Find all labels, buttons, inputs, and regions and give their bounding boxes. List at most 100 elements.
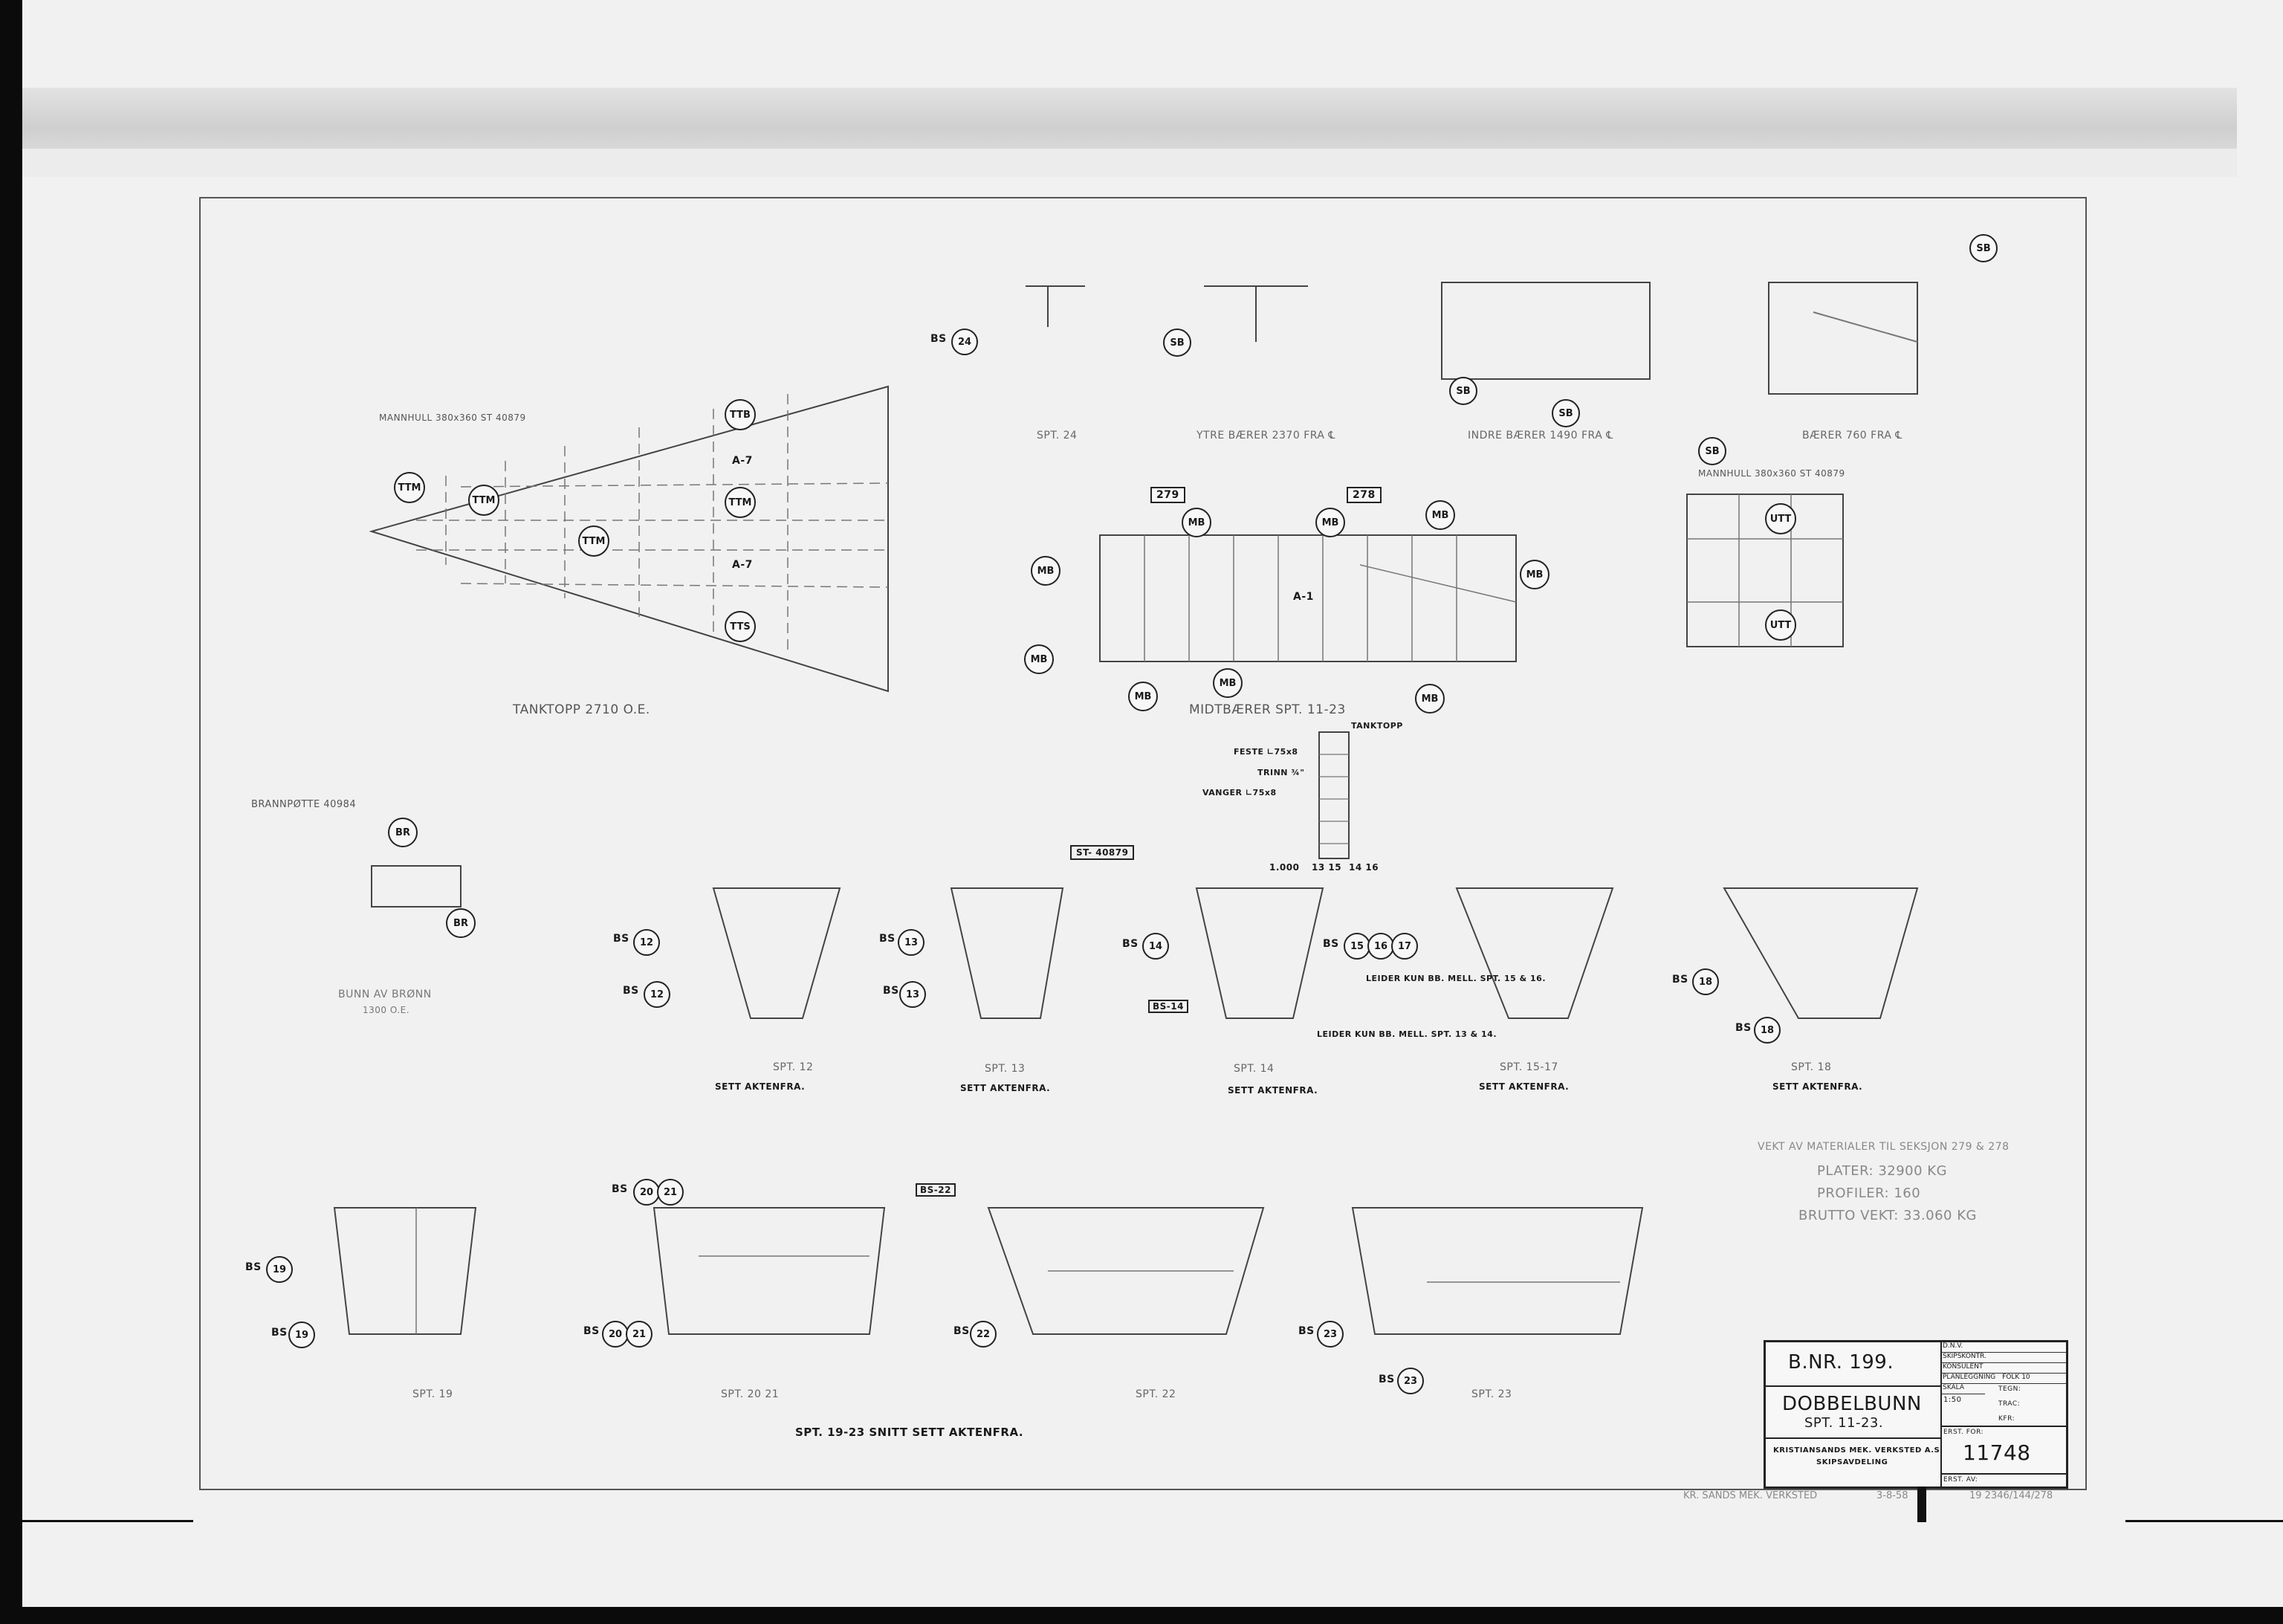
midtbaerer-outline (1099, 534, 1517, 662)
bs-prefix: BS (583, 1325, 600, 1337)
ttm-marker: TTM (468, 485, 499, 516)
bs-prefix: BS (1122, 938, 1139, 950)
section-spt15-sub: SETT AKTENFRA. (1479, 1081, 1570, 1092)
corner-bracket-left (22, 1520, 193, 1522)
ttb-marker: TTB (725, 399, 756, 430)
a7-label: A-7 (732, 455, 753, 467)
section-spt14-sub: SETT AKTENFRA. (1228, 1085, 1318, 1096)
bs-prefix: BS (271, 1327, 288, 1339)
meta-row: KONSULENT (1940, 1363, 2066, 1374)
bs-prefix: BS (245, 1261, 262, 1273)
ladder-tanktopp: TANKTOPP (1351, 721, 1403, 731)
tts-marker: TTS (725, 611, 756, 642)
scale-label: SKALA (1940, 1384, 1985, 1394)
section-spt20-caption: SPT. 20 21 (721, 1388, 780, 1400)
utt-marker: UTT (1765, 503, 1796, 534)
mb-marker: MB (1415, 684, 1445, 714)
bottom-scan-edge (0, 1607, 2283, 1624)
brann-ref: BRANNPØTTE 40984 (251, 799, 357, 810)
sheet-ref: FOLK 10 (2002, 1374, 2030, 1381)
bs-prefix: BS (1379, 1374, 1395, 1385)
bs22-marker: 22 (970, 1321, 997, 1348)
bs22-box: BS-22 (916, 1183, 956, 1197)
midtbaerer-caption: MIDTBÆRER SPT. 11-23 (1189, 702, 1346, 717)
bs-prefix: BS (612, 1183, 628, 1195)
mb-marker: MB (1213, 668, 1243, 698)
erst-av-label: ERST. AV: (1943, 1476, 1978, 1484)
bs14-box: BS-14 (1148, 1000, 1188, 1013)
bs-prefix: BS (1298, 1325, 1315, 1337)
weights-brutto: BRUTTO VEKT: 33.060 KG (1798, 1208, 1977, 1223)
sb-marker: SB (1698, 437, 1726, 465)
title-block-main: B.NR. 199. DOBBELBUNN SPT. 11-23. KRISTI… (1766, 1342, 1943, 1486)
tanktopp-ref-note: MANNHULL 380x360 ST 40879 (379, 413, 526, 423)
bs17-marker: 17 (1391, 933, 1418, 960)
bs18-marker: 18 (1692, 968, 1719, 995)
a7-label: A-7 (732, 559, 753, 571)
section-spt22-caption: SPT. 22 (1136, 1388, 1176, 1400)
erst-for-label: ERST. FOR: (1943, 1429, 1984, 1436)
indre-baerer-caption: INDRE BÆRER 1490 FRA ℄ (1468, 430, 1613, 441)
bs20-marker: 20 (602, 1321, 629, 1348)
ladder-frames-a: 13 15 (1312, 862, 1342, 873)
bs21-marker: 21 (657, 1179, 684, 1206)
ytre-baerer-caption: YTRE BÆRER 2370 FRA ℄ (1196, 430, 1335, 441)
ladder-feste: FESTE ∟75x8 (1234, 747, 1298, 757)
utt-marker: UTT (1765, 609, 1796, 641)
section-spt18-sub: SETT AKTENFRA. (1772, 1081, 1863, 1092)
ladder-dim: 1.000 (1269, 862, 1300, 873)
baerer760-outline (1768, 282, 1918, 395)
mb-marker: MB (1182, 508, 1211, 537)
stamp-date: 3-8-58 (1876, 1490, 1908, 1501)
stamp-company: KR. SANDS MEK. VERKSTED (1683, 1490, 1818, 1501)
bs-prefix: BS (1323, 938, 1339, 950)
ttm-marker: TTM (394, 472, 425, 503)
ladder-vanger: VANGER ∟75x8 (1202, 788, 1277, 798)
section-spt12-sub: SETT AKTENFRA. (715, 1081, 806, 1092)
trac-label: TRAC: (1998, 1400, 2021, 1408)
bs13-marker: 13 (898, 929, 924, 956)
a1-label: A-1 (1293, 591, 1314, 603)
bs24-prefix: BS (930, 333, 947, 345)
section-spt23-caption: SPT. 23 (1471, 1388, 1512, 1400)
meta-row: PLANLEGGNING FOLK 10 (1940, 1374, 2066, 1384)
br-marker: BR (388, 818, 418, 847)
corner-bracket-right (2125, 1520, 2283, 1522)
kfr-label: KFR: (1998, 1415, 2015, 1423)
title-block: B.NR. 199. DOBBELBUNN SPT. 11-23. KRISTI… (1764, 1340, 2068, 1489)
meta-row: SKIPSKONTR. (1940, 1353, 2066, 1363)
bs19-marker: 19 (266, 1256, 293, 1283)
mb-marker: MB (1024, 644, 1054, 674)
weights-heading: VEKT AV MATERIALER TIL SEKSJON 279 & 278 (1758, 1141, 2010, 1153)
bs-prefix: BS (953, 1325, 970, 1337)
mb-marker: MB (1031, 556, 1060, 586)
ladder-frames-b: 14 16 (1349, 862, 1379, 873)
title-block-meta: D.N.V. SKIPSKONTR. KONSULENT PLANLEGGNIN… (1940, 1342, 2066, 1486)
bs12-marker: 12 (633, 929, 660, 956)
department-name: SKIPSAVDELING (1816, 1458, 1888, 1466)
drawing-border (199, 197, 2087, 1490)
tegn-label: TEGN: (1998, 1385, 2021, 1393)
sb-marker: SB (1163, 329, 1191, 357)
company-name: KRISTIANSANDS MEK. VERKSTED A.S. (1773, 1446, 1943, 1455)
section-spt12-caption: SPT. 12 (773, 1061, 814, 1073)
left-scan-edge (0, 0, 22, 1624)
spt24-caption: SPT. 24 (1037, 430, 1078, 441)
weights-profiler: PROFILER: 160 (1817, 1185, 1921, 1201)
section-spt15-caption: SPT. 15-17 (1500, 1061, 1558, 1073)
bs-prefix: BS (1735, 1022, 1752, 1034)
frame-278: 278 (1347, 487, 1382, 503)
meta-row: D.N.V. (1940, 1342, 2066, 1353)
ttm-marker: TTM (725, 487, 756, 518)
section-spt19-caption: SPT. 19 (412, 1388, 453, 1400)
mb-marker: MB (1425, 500, 1455, 530)
mannhull-note: MANNHULL 380x360 ST 40879 (1698, 468, 1845, 479)
frame-279: 279 (1150, 487, 1185, 503)
bs18-marker: 18 (1754, 1017, 1781, 1044)
tanktopp-caption: TANKTOPP 2710 O.E. (513, 702, 650, 717)
bs-prefix: BS (623, 985, 639, 997)
sb-marker: SB (1552, 399, 1580, 427)
mb-marker: MB (1128, 682, 1158, 711)
